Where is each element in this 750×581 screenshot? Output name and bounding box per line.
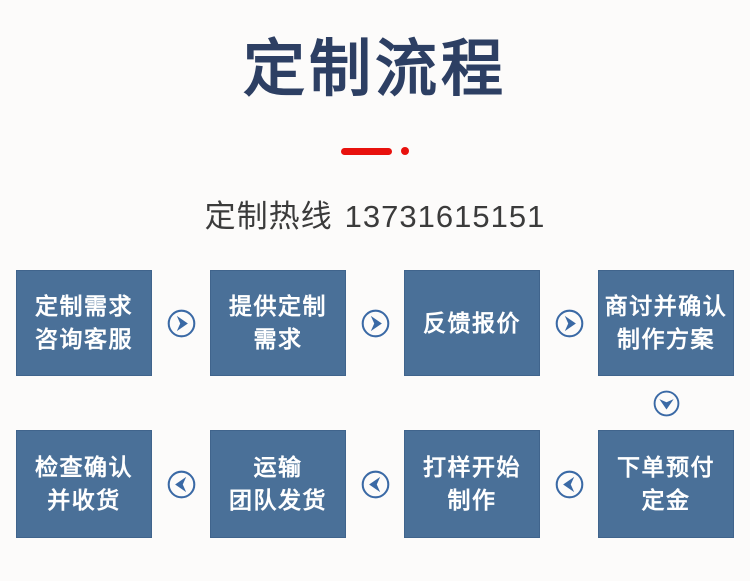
hotline-line: 定制热线 13731615151 <box>0 199 750 235</box>
arrow-down-circle-icon <box>598 390 734 417</box>
hotline-number: 13731615151 <box>344 199 546 234</box>
hotline-label: 定制热线 <box>204 199 333 234</box>
step-label-line: 需求 <box>253 326 303 352</box>
step-label-line: 定制需求 <box>35 293 133 319</box>
arrow-left-circle-icon <box>346 470 404 499</box>
title-divider <box>0 147 750 155</box>
down-connector-slot <box>598 376 734 430</box>
red-bar-icon <box>341 147 392 155</box>
step-label-line: 打样开始 <box>423 454 521 480</box>
flow-step-6: 打样开始 制作 <box>404 430 540 538</box>
arrow-left-circle-icon <box>152 470 210 499</box>
flow-row-2: 检查确认 并收货 运输 团队发货 打样开始 <box>0 430 750 538</box>
flow-connector-row <box>0 376 750 430</box>
red-dot-icon <box>401 147 409 155</box>
step-label-line: 制作方案 <box>617 326 715 352</box>
step-label-line: 咨询客服 <box>35 326 133 352</box>
step-label-line: 检查确认 <box>35 454 133 480</box>
arrow-right-circle-icon <box>152 309 210 338</box>
step-label-line: 制作 <box>447 487 497 513</box>
step-label-line: 提供定制 <box>229 293 327 319</box>
flow-step-3: 反馈报价 <box>404 270 540 376</box>
flow-step-4: 商讨并确认 制作方案 <box>598 270 734 376</box>
flow-step-7: 运输 团队发货 <box>210 430 346 538</box>
arrow-right-circle-icon <box>346 309 404 338</box>
flow-step-8: 检查确认 并收货 <box>16 430 152 538</box>
step-label-line: 团队发货 <box>229 487 327 513</box>
flow-step-2: 提供定制 需求 <box>210 270 346 376</box>
arrow-right-circle-icon <box>540 309 598 338</box>
step-label-line: 运输 <box>253 454 303 480</box>
flow-step-5: 下单预付 定金 <box>598 430 734 538</box>
page-title: 定制流程 <box>242 35 507 104</box>
step-label-line: 并收货 <box>47 487 121 513</box>
step-label-line: 下单预付 <box>617 454 715 480</box>
arrow-left-circle-icon <box>540 470 598 499</box>
step-label-line: 反馈报价 <box>423 309 521 336</box>
flow-step-1: 定制需求 咨询客服 <box>16 270 152 376</box>
step-label-line: 商讨并确认 <box>604 293 728 319</box>
step-label-line: 定金 <box>641 487 691 513</box>
process-flow: 定制需求 咨询客服 提供定制 需求 反馈报价 <box>0 270 750 538</box>
flow-row-1: 定制需求 咨询客服 提供定制 需求 反馈报价 <box>0 270 750 376</box>
